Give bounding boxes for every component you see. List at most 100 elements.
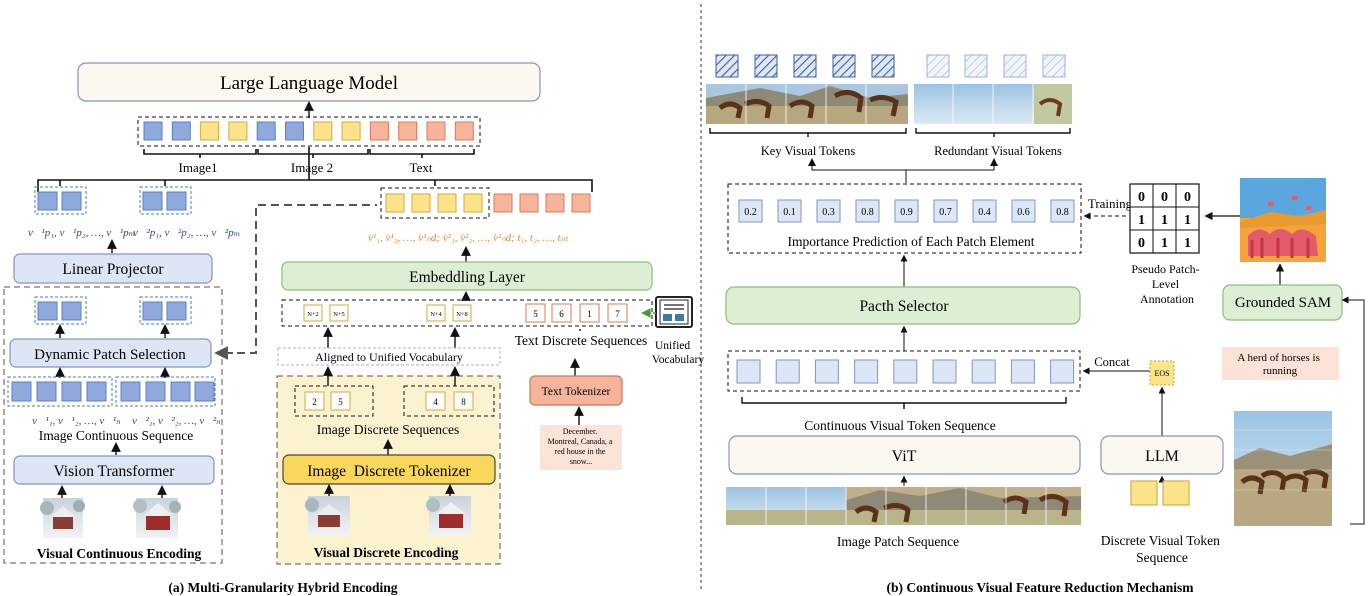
image-disc-id: 5 bbox=[338, 397, 343, 407]
vocab-id: N+8 bbox=[456, 311, 468, 318]
text-id-box bbox=[551, 303, 572, 323]
group-label-text: Text bbox=[410, 160, 433, 175]
unified-vocabulary-icon bbox=[655, 296, 693, 328]
continuous-token bbox=[142, 301, 163, 321]
horses-text: A herd of horses is running bbox=[1237, 352, 1322, 377]
llm-box bbox=[77, 62, 541, 102]
llm-input-token bbox=[143, 121, 163, 141]
text-id-box bbox=[579, 303, 600, 323]
llm-input-token bbox=[341, 121, 361, 141]
snow-house-image-2 bbox=[133, 498, 181, 538]
training-label: Training bbox=[1088, 196, 1133, 211]
dynamic-patch-selection-box bbox=[9, 338, 212, 368]
image-disc-id-box bbox=[425, 391, 446, 411]
score-value: 0.8 bbox=[1056, 207, 1069, 218]
redundant-visual-token bbox=[1003, 54, 1027, 78]
pseudo-annotation-label: Pseudo Patch- Level Annotation bbox=[1131, 262, 1202, 306]
visual-discrete-encoding-label: Visual Discrete Encoding bbox=[314, 545, 459, 560]
hatched-visual-tokens bbox=[715, 54, 1066, 78]
continuous-token bbox=[170, 381, 191, 402]
selected-tokens-mid bbox=[37, 301, 187, 321]
text-token bbox=[519, 193, 539, 213]
score-token-box bbox=[933, 199, 958, 223]
matrix-cell: 1 bbox=[1161, 236, 1168, 251]
eos-label: EOS bbox=[1154, 369, 1169, 378]
aligned-label: Aligned to Unified Vocabulary bbox=[315, 350, 463, 364]
visual-continuous-encoding-region bbox=[3, 286, 223, 564]
vocab-id: N+5 bbox=[333, 311, 345, 318]
llm-input-token bbox=[369, 121, 389, 141]
continuous-token bbox=[166, 301, 187, 321]
horses-text-box bbox=[1222, 347, 1339, 380]
vocab-id-row bbox=[281, 299, 653, 327]
group-label-image2: Image 2 bbox=[291, 160, 333, 175]
key-visual-token bbox=[754, 54, 778, 78]
key-visual-token bbox=[832, 54, 856, 78]
text-id: 6 bbox=[559, 309, 564, 319]
continuous-token bbox=[142, 191, 163, 211]
image-continuous-sequence-label: Image Continuous Sequence bbox=[39, 428, 193, 443]
score-token-box bbox=[894, 199, 919, 223]
continuous-token bbox=[61, 381, 82, 402]
score-value: 0.6 bbox=[1017, 207, 1030, 218]
unified-vocabulary-label: Unified Vocabulary bbox=[652, 340, 704, 366]
discrete-token-1 bbox=[1130, 480, 1158, 506]
llm-input-token bbox=[256, 121, 276, 141]
image-disc-id-box bbox=[453, 391, 474, 411]
image-disc-id: 2 bbox=[312, 397, 317, 407]
score-value: 0.9 bbox=[900, 207, 913, 218]
right-panel: Key Visual Tokens Redundant Visual Token… bbox=[706, 54, 1365, 595]
discrete-and-text-tokens bbox=[385, 193, 591, 213]
continuous-visual-token bbox=[736, 359, 761, 384]
text-input: December. Montreal, Canada, a red house … bbox=[548, 427, 615, 466]
left-panel: Large Language Model Image1 Image 2 Text… bbox=[3, 62, 704, 595]
score-token-box bbox=[1050, 199, 1075, 223]
image-patch-sequence-label: Image Patch Sequence bbox=[837, 534, 959, 549]
llm-input-token bbox=[398, 121, 418, 141]
discrete-token-2 bbox=[1162, 480, 1190, 506]
continuous-visual-token-box bbox=[727, 350, 1081, 392]
text-id-box bbox=[525, 303, 546, 323]
image-disc-id: 8 bbox=[461, 397, 466, 407]
vocab-id-box bbox=[426, 304, 446, 322]
vit-box bbox=[728, 435, 1081, 475]
key-visual-token bbox=[793, 54, 817, 78]
redundant-visual-token bbox=[926, 54, 950, 78]
image-discrete-tokenizer-label: Image Discrete Tokenizer bbox=[307, 463, 471, 480]
discrete-token bbox=[437, 193, 457, 213]
text-id-box bbox=[607, 303, 628, 323]
concat-label: Concat bbox=[1094, 355, 1130, 369]
cont-seq-label-2: v⃗²₁, v⃗²₂, …, v⃗²ₙ꜀ bbox=[132, 415, 229, 427]
aligned-box bbox=[277, 347, 501, 366]
cont-tokens-label-2: v⃗²p₁, v⃗²p₂, …, v⃗²pₘ꜀ bbox=[133, 227, 249, 239]
horses-photo bbox=[1234, 411, 1332, 526]
segmented-horses-image bbox=[1240, 178, 1326, 262]
key-visual-token bbox=[871, 54, 895, 78]
continuous-visual-tokens bbox=[736, 359, 1075, 384]
score-value: 0.4 bbox=[978, 207, 991, 218]
cont-tokens-label-1: v⃗¹p₁, v⃗¹p₂, …, v⃗¹pₘ꜀ bbox=[28, 227, 144, 239]
continuous-token bbox=[36, 381, 57, 402]
vocab-id-box bbox=[303, 304, 323, 322]
redundant-visual-token bbox=[1042, 54, 1066, 78]
continuous-visual-token bbox=[775, 359, 800, 384]
embedding-layer-box bbox=[281, 261, 653, 291]
right-caption: (b) Continuous Visual Feature Reduction … bbox=[887, 580, 1195, 595]
continuous-visual-token bbox=[893, 359, 918, 384]
image-discrete-sequences-label: Image Discrete Sequences bbox=[317, 422, 459, 437]
score-token-box bbox=[855, 199, 880, 223]
llm-label: Large Language Model bbox=[220, 73, 398, 94]
continuous-visual-token bbox=[1050, 359, 1075, 384]
text-token bbox=[571, 193, 591, 213]
text-tokenizer-label: Text Tokenizer bbox=[542, 386, 611, 398]
llm-input-token bbox=[228, 121, 248, 141]
key-visual-token bbox=[715, 54, 739, 78]
continuous-token bbox=[11, 381, 32, 402]
text-id: 5 bbox=[533, 309, 538, 319]
continuous-visual-token bbox=[814, 359, 839, 384]
key-horse-strip bbox=[706, 84, 908, 124]
text-token bbox=[545, 193, 565, 213]
cont-seq-label-1: v⃗¹₁, v⃗¹₂, …, v⃗¹ₙ꜀ bbox=[32, 415, 129, 427]
score-value: 0.7 bbox=[939, 207, 952, 218]
